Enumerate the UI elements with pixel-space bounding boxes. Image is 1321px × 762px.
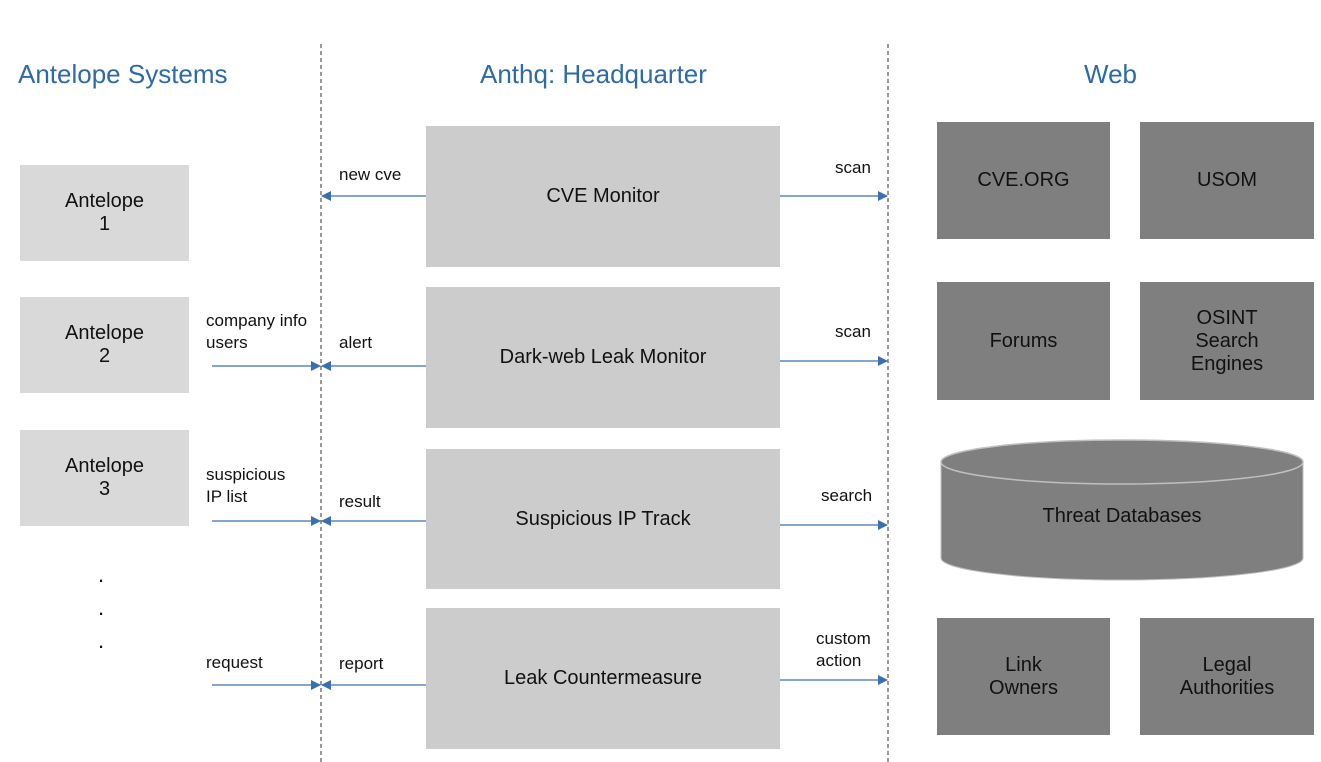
antelope-1-box: Antelope 1	[20, 165, 189, 261]
ellipsis-dot-1: .	[98, 562, 105, 587]
legal-authorities-box: Legal Authorities	[1140, 618, 1314, 735]
label-scan-2: scan	[835, 322, 871, 341]
forums-box: Forums	[937, 282, 1110, 400]
label-search: search	[821, 486, 873, 505]
suspicious-ip-track-box: Suspicious IP Track	[426, 449, 780, 589]
label-report: report	[339, 654, 384, 673]
osint-search-engines-box: OSINT Search Engines	[1140, 282, 1314, 400]
label-request: request	[206, 653, 263, 672]
leak-countermeasure-box: Leak Countermeasure	[426, 608, 780, 749]
label-custom-action: custom action	[816, 629, 871, 670]
threat-databases-label: Threat Databases	[1042, 505, 1202, 527]
link-owners-box: Link Owners	[937, 618, 1110, 735]
cve-org-box: CVE.ORG	[937, 122, 1110, 239]
label-scan-1: scan	[835, 158, 871, 177]
usom-box: USOM	[1140, 122, 1314, 239]
threat-database-cylinder	[940, 439, 1304, 581]
headquarter-title: Anthq: Headquarter	[480, 59, 707, 89]
label-suspicious-ip-list: suspicious IP list	[206, 465, 286, 506]
antelope-3-box: Antelope 3	[20, 430, 189, 526]
antelope-systems-title: Antelope Systems	[18, 59, 228, 89]
dark-web-leak-monitor-box: Dark-web Leak Monitor	[426, 287, 780, 428]
label-result: result	[339, 492, 381, 511]
antelope-2-box: Antelope 2	[20, 297, 189, 393]
cve-monitor-box: CVE Monitor	[426, 126, 780, 267]
label-new-cve: new cve	[339, 165, 402, 184]
ellipsis-dot-2: .	[98, 595, 105, 620]
label-company-info-users: company info users	[206, 311, 308, 352]
ellipsis-dot-3: .	[98, 628, 105, 653]
web-title: Web	[1084, 59, 1137, 89]
label-alert: alert	[339, 333, 373, 352]
